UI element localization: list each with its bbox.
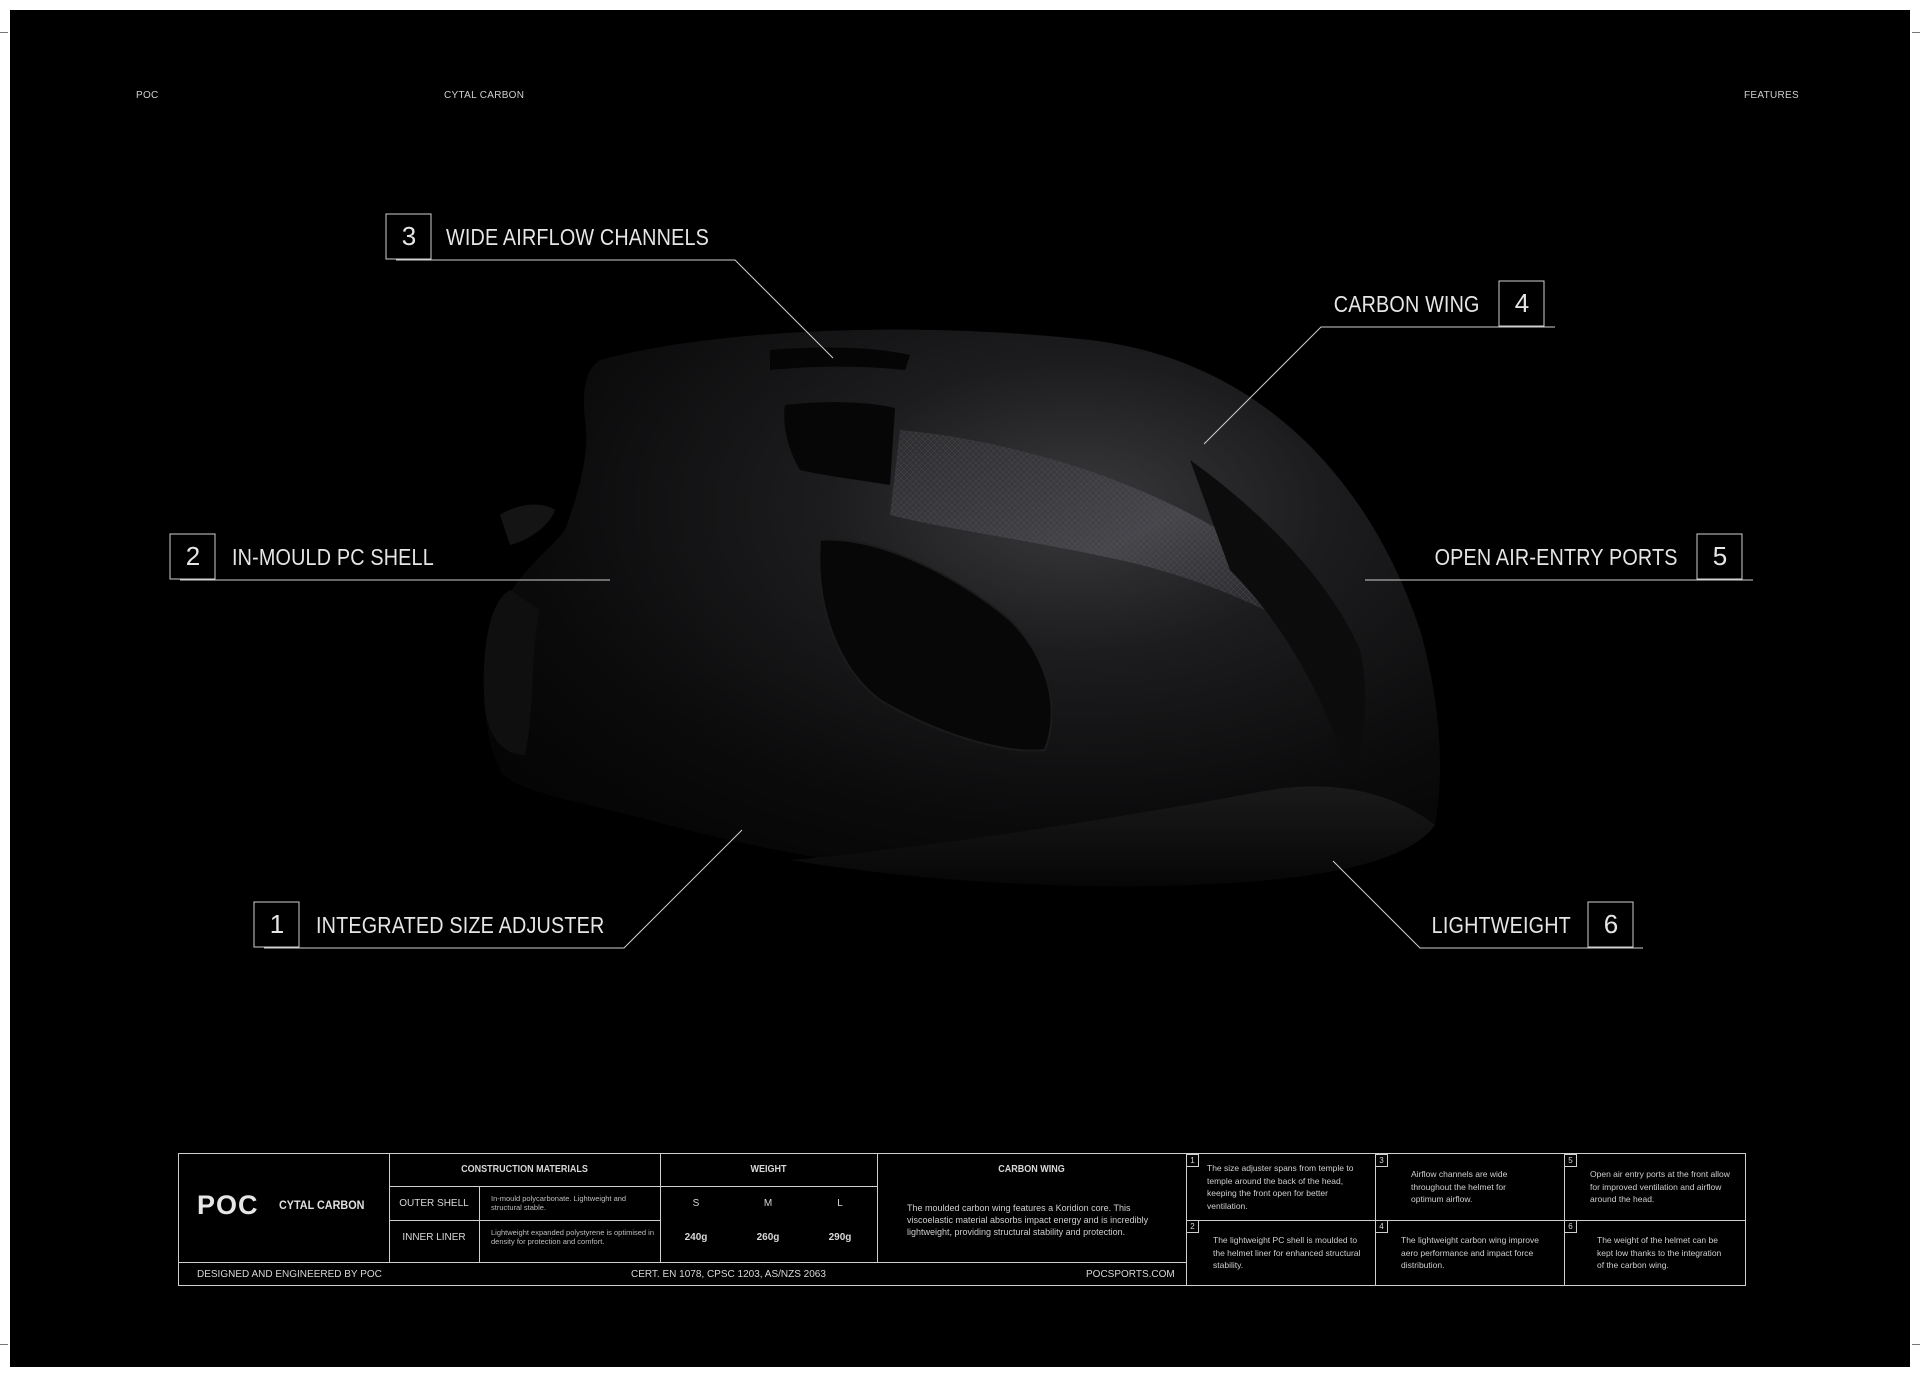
poster-sheet: POC CYTAL CARBON FEATURES bbox=[10, 10, 1910, 1367]
crop-mark bbox=[0, 1344, 8, 1345]
outer-shell-desc: In-mould polycarbonate. Lightweight and … bbox=[491, 1194, 627, 1212]
footer-website: POCSPORTS.COM bbox=[1086, 1269, 1175, 1280]
feature-text-3: Airflow channels are wide throughout the… bbox=[1411, 1169, 1508, 1204]
callout-number-5: 5 bbox=[1712, 541, 1728, 571]
callout-number-3: 3 bbox=[401, 221, 417, 251]
header-section: FEATURES bbox=[1744, 90, 1799, 101]
header-product: CYTAL CARBON bbox=[444, 90, 525, 101]
feature-number-6: 6 bbox=[1564, 1220, 1577, 1233]
carbon-wing bbox=[890, 430, 1340, 660]
crop-mark bbox=[0, 32, 8, 33]
inner-liner-label: INNER LINER bbox=[402, 1232, 466, 1243]
footer-designed-by: DESIGNED AND ENGINEERED BY POC bbox=[197, 1269, 382, 1280]
carbon-wing-desc: The moulded carbon wing features a Korid… bbox=[907, 1203, 1149, 1237]
callout-label-pc-shell: IN-MOULD PC SHELL bbox=[232, 544, 434, 570]
inner-liner-desc: Lightweight expanded polystyrene is opti… bbox=[491, 1228, 655, 1246]
header-brand: POC bbox=[136, 90, 159, 101]
feature-number-4: 4 bbox=[1375, 1220, 1388, 1233]
callout-number-1: 1 bbox=[269, 909, 285, 939]
feature-number-2: 2 bbox=[1186, 1220, 1199, 1233]
callout-number-6: 6 bbox=[1603, 909, 1619, 939]
spec-table: POC CYTAL CARBON CONSTRUCTION MATERIALS … bbox=[178, 1153, 1746, 1286]
size-l: L bbox=[837, 1198, 843, 1209]
feature-number-1: 1 bbox=[1186, 1154, 1199, 1167]
size-s: S bbox=[692, 1198, 700, 1209]
helmet-illustration bbox=[169, 213, 1753, 949]
footer-certifications: CERT. EN 1078, CPSC 1203, AS/NZS 2063 bbox=[631, 1269, 826, 1280]
airflow-vents bbox=[770, 347, 1366, 780]
size-m: M bbox=[763, 1198, 773, 1209]
spec-product-name: CYTAL CARBON bbox=[279, 1198, 365, 1212]
callout-number-2: 2 bbox=[185, 541, 201, 571]
weight-l: 290g bbox=[828, 1232, 852, 1243]
callout-leaders bbox=[169, 213, 1753, 949]
feature-text-5: Open air entry ports at the front allow … bbox=[1590, 1169, 1730, 1204]
crop-mark bbox=[1912, 1344, 1920, 1345]
outer-shell-label: OUTER SHELL bbox=[399, 1198, 469, 1209]
poc-logo: POC bbox=[197, 1190, 259, 1220]
callout-number-4: 4 bbox=[1514, 288, 1530, 318]
callout-label-size-adjuster: INTEGRATED SIZE ADJUSTER bbox=[316, 912, 605, 938]
weight-title: WEIGHT bbox=[750, 1164, 787, 1175]
weight-m: 260g bbox=[756, 1232, 780, 1243]
feature-number-5: 5 bbox=[1564, 1154, 1577, 1167]
weight-s: 240g bbox=[684, 1232, 708, 1243]
feature-text-6: The weight of the helmet can be kept low… bbox=[1597, 1235, 1722, 1270]
construction-title: CONSTRUCTION MATERIALS bbox=[461, 1164, 588, 1175]
callout-label-carbon-wing: CARBON WING bbox=[1334, 291, 1480, 317]
feature-text-1: The size adjuster spans from temple to t… bbox=[1207, 1163, 1354, 1211]
crop-mark bbox=[1912, 32, 1920, 33]
feature-number-3: 3 bbox=[1375, 1154, 1388, 1167]
callout-label-airflow-channels: WIDE AIRFLOW CHANNELS bbox=[446, 224, 709, 250]
callout-label-lightweight: LIGHTWEIGHT bbox=[1431, 912, 1571, 938]
carbon-wing-title: CARBON WING bbox=[998, 1164, 1065, 1175]
feature-text-4: The lightweight carbon wing improve aero… bbox=[1401, 1235, 1539, 1270]
callout-label-air-entry-ports: OPEN AIR-ENTRY PORTS bbox=[1434, 544, 1678, 570]
feature-text-2: The lightweight PC shell is moulded to t… bbox=[1213, 1235, 1361, 1270]
